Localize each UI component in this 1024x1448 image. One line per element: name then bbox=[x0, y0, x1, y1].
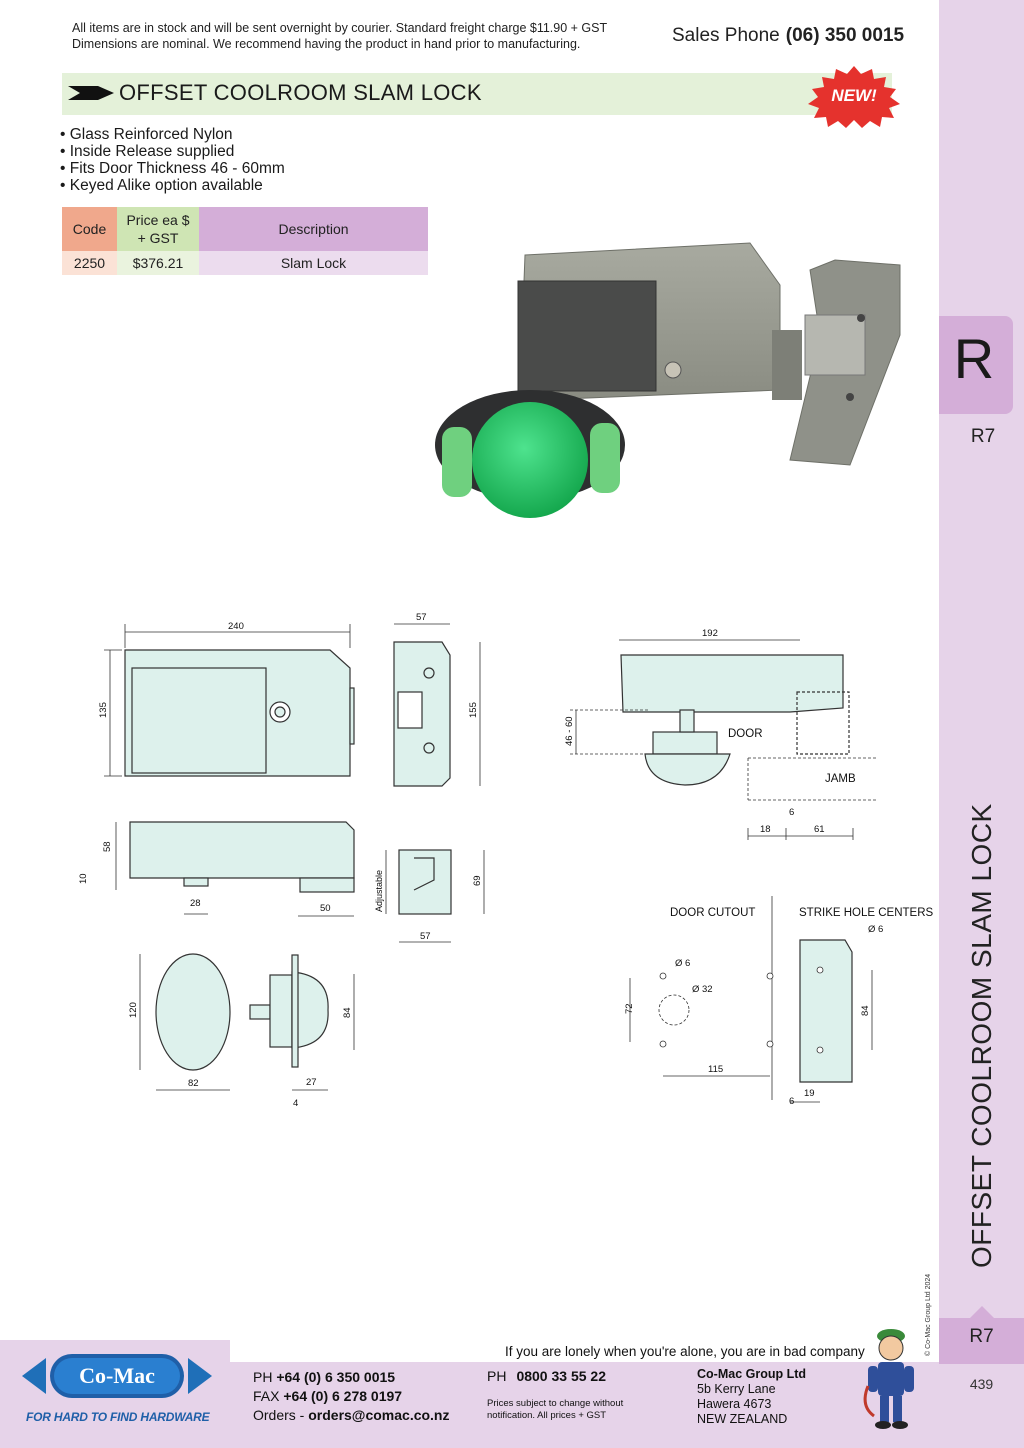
dim-adjustable: Adjustable bbox=[374, 870, 384, 912]
address-line-1: 5b Kerry Lane bbox=[697, 1382, 776, 1396]
sales-phone: Sales Phone(06) 350 0015 bbox=[672, 25, 904, 47]
feature-list: Glass Reinforced Nylon Inside Release su… bbox=[60, 126, 285, 194]
footer-slogan: FOR HARD TO FIND HARDWARE bbox=[26, 1410, 210, 1424]
dim-18: 18 bbox=[760, 824, 771, 835]
ph2-label: PH bbox=[487, 1368, 507, 1384]
label-door: DOOR bbox=[728, 728, 763, 740]
page-number: 439 bbox=[969, 1376, 994, 1392]
header-price: Price ea $ + GST bbox=[117, 207, 199, 251]
dim-135: 135 bbox=[98, 702, 109, 718]
strike-end-view bbox=[398, 849, 452, 915]
footer-contact: PH +64 (0) 6 350 0015 FAX +64 (0) 6 278 … bbox=[253, 1368, 450, 1425]
dim-120: 120 bbox=[128, 1002, 139, 1018]
dim-46-60: 46 - 60 bbox=[564, 716, 575, 746]
dim-27: 27 bbox=[306, 1077, 317, 1088]
dim-192: 192 bbox=[702, 628, 718, 639]
product-photo bbox=[435, 242, 901, 518]
dim-58: 58 bbox=[102, 841, 113, 852]
section-letter: R bbox=[953, 327, 995, 390]
feature-item: Inside Release supplied bbox=[60, 143, 285, 160]
price-note-line-2: notification. All prices + GST bbox=[487, 1410, 607, 1421]
orders-email[interactable]: orders@comac.co.nz bbox=[308, 1407, 450, 1423]
dim-72: 72 bbox=[624, 1003, 635, 1014]
ph-label: PH bbox=[253, 1369, 273, 1385]
dim-84b: 84 bbox=[860, 1005, 871, 1016]
dim-57b: 57 bbox=[420, 931, 431, 942]
product-title: OFFSET COOLROOM SLAM LOCK bbox=[119, 80, 482, 105]
freephone: PH 0800 33 55 22 bbox=[487, 1368, 606, 1384]
price-note-line-1: Prices subject to change without bbox=[487, 1398, 624, 1409]
label-jamb: JAMB bbox=[825, 773, 856, 785]
dim-69: 69 bbox=[472, 875, 483, 886]
strike-plate-view bbox=[799, 939, 853, 1083]
arrow-icon bbox=[68, 86, 114, 100]
footer-section-tab bbox=[939, 1318, 1024, 1364]
dim-28: 28 bbox=[190, 898, 201, 909]
price-table: Code Price ea $ + GST Description 2250 $… bbox=[62, 207, 428, 275]
door-section-view bbox=[620, 654, 844, 713]
table-row[interactable]: 2250 $376.21 Slam Lock bbox=[62, 251, 428, 275]
footer-motto: If you are lonely when you're alone, you… bbox=[505, 1344, 865, 1359]
dim-57a: 57 bbox=[416, 612, 427, 623]
header-code: Code bbox=[62, 207, 117, 251]
label-door-cutout: DOOR CUTOUT bbox=[670, 907, 755, 919]
logo-text: Co-Mac bbox=[79, 1363, 155, 1388]
dim-155: 155 bbox=[468, 702, 479, 718]
new-badge-icon bbox=[808, 66, 900, 128]
orders-label: Orders - bbox=[253, 1407, 305, 1423]
notice-line-2: Dimensions are nominal. We recommend hav… bbox=[72, 37, 581, 51]
triangle-up-icon bbox=[968, 1306, 996, 1320]
fax-value: +64 (0) 6 278 0197 bbox=[283, 1388, 403, 1404]
copyright: © Co-Mac Group Ltd 2024 bbox=[925, 1273, 932, 1356]
sales-phone-number[interactable]: (06) 350 0015 bbox=[785, 25, 905, 46]
dim-6b: 6 bbox=[789, 1096, 794, 1107]
cell-description: Slam Lock bbox=[199, 251, 428, 275]
company-address: Co-Mac Group Ltd 5b Kerry Lane Hawera 46… bbox=[697, 1367, 806, 1427]
mascot-icon bbox=[863, 1329, 914, 1429]
shipping-notice: All items are in stock and will be sent … bbox=[72, 20, 607, 52]
dim-115: 115 bbox=[708, 1064, 723, 1075]
product-title-bar bbox=[62, 73, 892, 115]
price-note: Prices subject to change without notific… bbox=[487, 1398, 623, 1422]
notice-line-1: All items are in stock and will be sent … bbox=[72, 21, 608, 35]
fax-label: FAX bbox=[253, 1388, 280, 1404]
dim-dia-6a: Ø 6 bbox=[675, 958, 690, 969]
release-knob-front bbox=[155, 953, 231, 1071]
dim-10: 10 bbox=[78, 873, 89, 884]
dim-dia-32: Ø 32 bbox=[692, 984, 713, 995]
dim-6a: 6 bbox=[789, 807, 794, 818]
dim-19: 19 bbox=[804, 1088, 815, 1099]
feature-item: Glass Reinforced Nylon bbox=[60, 126, 285, 143]
dim-61: 61 bbox=[814, 824, 825, 835]
feature-item: Keyed Alike option available bbox=[60, 177, 285, 194]
sales-phone-label: Sales Phone bbox=[672, 25, 780, 46]
lock-top-view bbox=[129, 821, 355, 879]
company-name: Co-Mac Group Ltd bbox=[697, 1367, 807, 1381]
cell-code: 2250 bbox=[62, 251, 117, 275]
new-badge-text: NEW! bbox=[831, 86, 877, 105]
dim-82: 82 bbox=[188, 1078, 199, 1089]
address-line-3: NEW ZEALAND bbox=[697, 1412, 788, 1426]
ph2-value[interactable]: 0800 33 55 22 bbox=[516, 1368, 606, 1384]
dim-dia-6b: Ø 6 bbox=[868, 924, 883, 935]
footer-section-code: R7 bbox=[969, 1326, 994, 1347]
technical-drawings: 240 135 57 155 58 10 28 50 Adjustable 69… bbox=[78, 612, 934, 1109]
ph-value[interactable]: +64 (0) 6 350 0015 bbox=[276, 1369, 396, 1385]
comac-logo bbox=[22, 1354, 212, 1398]
section-sidebar bbox=[939, 0, 1024, 1448]
cell-price: $376.21 bbox=[117, 251, 199, 275]
label-strike-centers: STRIKE HOLE CENTERS bbox=[799, 907, 934, 919]
section-code: R7 bbox=[970, 426, 996, 447]
address-line-2: Hawera 4673 bbox=[697, 1397, 772, 1411]
header-description: Description bbox=[199, 207, 428, 251]
dim-84a: 84 bbox=[342, 1007, 353, 1018]
vertical-title: OFFSET COOLROOM SLAM LOCK bbox=[966, 803, 997, 1268]
dim-240: 240 bbox=[228, 621, 244, 632]
feature-item: Fits Door Thickness 46 - 60mm bbox=[60, 160, 285, 177]
table-header-row: Code Price ea $ + GST Description bbox=[62, 207, 428, 251]
dim-50: 50 bbox=[320, 903, 331, 914]
section-tab[interactable] bbox=[939, 316, 1013, 414]
dim-4: 4 bbox=[293, 1098, 298, 1109]
